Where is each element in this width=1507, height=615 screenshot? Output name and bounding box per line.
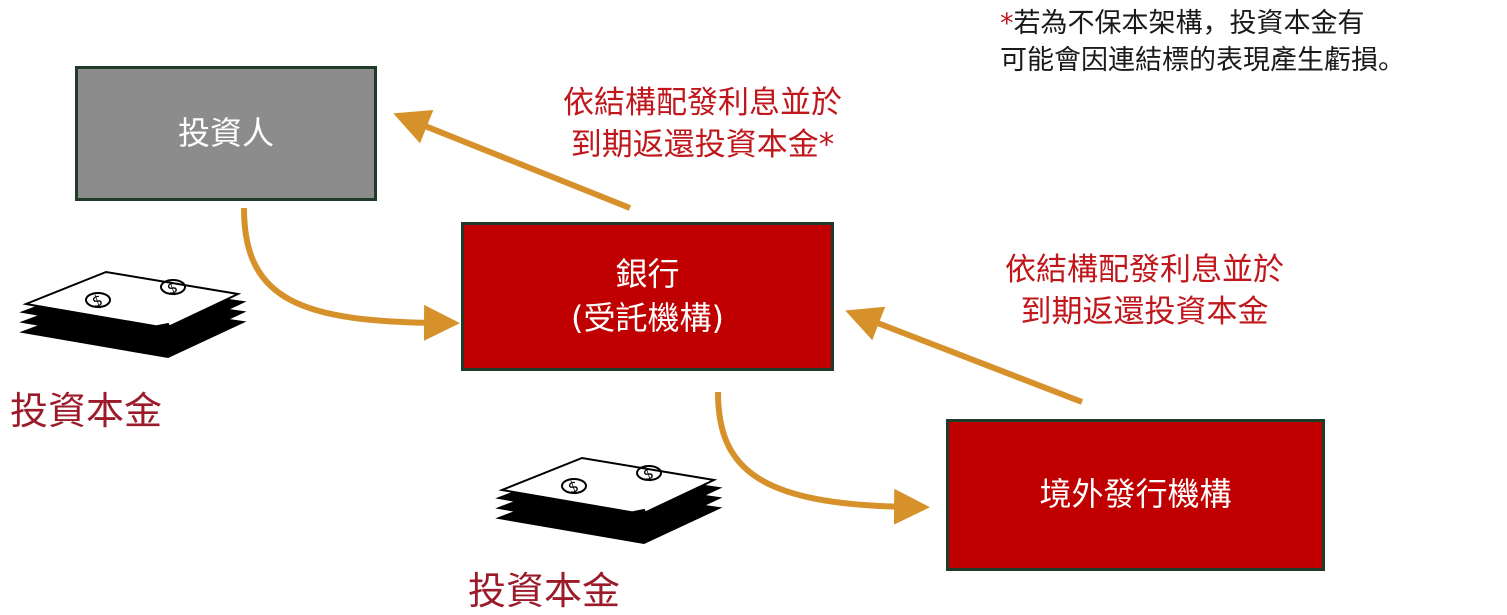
footnote-line: 可能會因連結標的表現產生虧損。 [1000,45,1405,77]
investor-label: 投資人 [177,113,274,152]
footnote-line: 若為不保本架構，投資本金有 [1013,8,1365,39]
bank-label: 銀行 [615,255,680,294]
issuer-label: 境外發行機構 [1039,475,1232,514]
bank-box: 銀行 (受託機構) [461,222,834,371]
label-issuer-to-bank: 依結構配發利息並於 到期返還投資本金 [972,250,1317,334]
label-bank-to-investor: 依結構配發利息並於 到期返還投資本金* [520,83,885,167]
arrow-bank-to-investor [393,109,632,211]
footnote-asterisk: * [1000,8,1014,39]
label-line: 依結構配發利息並於 [1005,252,1284,288]
flow-arrows [241,109,1084,525]
principal-label: 投資本金 [468,569,621,613]
arrow-issuer-to-bank [845,306,1084,405]
investor-box: 投資人 [75,66,377,201]
bank-sublabel: (受託機構) [571,298,724,337]
arrow-bank-to-issuer [715,391,930,525]
principal-label: 投資本金 [10,389,163,433]
money-stack-icon: $ $ [495,456,723,545]
label-line: 到期返還投資本金* [570,126,835,163]
label-line: 依結構配發利息並於 [563,85,842,121]
label-line: 到期返還投資本金 [1020,293,1269,330]
money-stack-icon: $ $ [19,270,247,359]
footnote: *若為不保本架構，投資本金有 可能會因連結標的表現產生虧損。 [1000,5,1405,80]
issuer-box: 境外發行機構 [946,419,1325,571]
arrow-investor-to-bank [241,207,460,341]
